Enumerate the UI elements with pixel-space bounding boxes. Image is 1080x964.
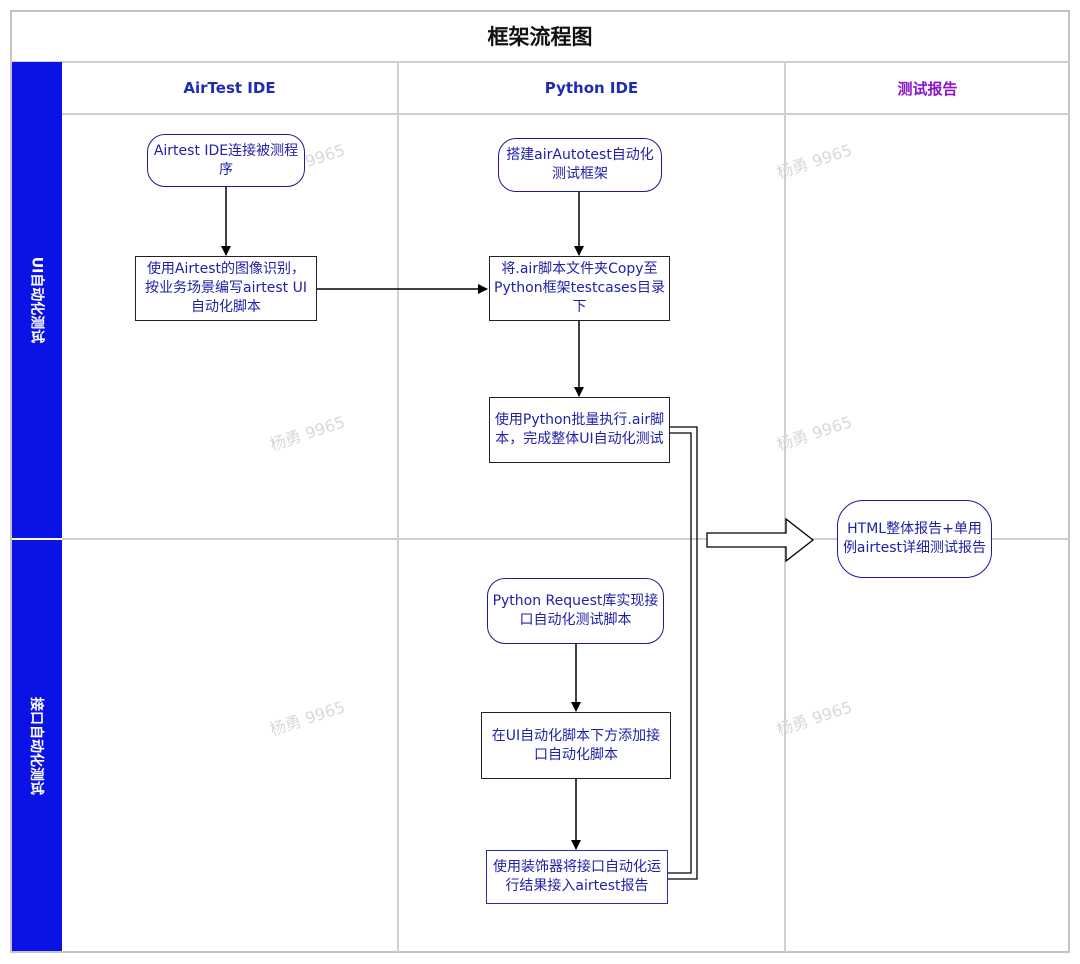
node-html-report: HTML整体报告+单用例airtest详细测试报告	[837, 500, 992, 578]
title-divider	[10, 61, 1070, 63]
header-divider	[62, 113, 1070, 115]
outer-frame	[10, 10, 1070, 953]
node-copy-air-scripts: 将.air脚本文件夹Copy至Python框架testcases目录下	[489, 256, 670, 321]
node-build-framework: 搭建airAutotest自动化测试框架	[498, 138, 662, 192]
diagram-title: 框架流程图	[487, 25, 593, 49]
node-decorator-report: 使用装饰器将接口自动化运行结果接入airtest报告	[486, 850, 668, 904]
hollow-arrow-to-report	[706, 517, 815, 563]
lane-ui-automation: UI自动化测试	[12, 62, 62, 538]
column-divider-1	[397, 62, 399, 952]
lane-api-automation: 接口自动化测试	[12, 540, 62, 951]
column-header-test-report: 测试报告	[897, 79, 958, 98]
double-connector-inner	[668, 432, 692, 874]
column-header-airtest-ide: AirTest IDE	[183, 79, 276, 97]
column-header-python-ide: Python IDE	[544, 79, 639, 97]
node-batch-run: 使用Python批量执行.air脚本，完成整体UI自动化测试	[489, 397, 670, 463]
node-add-api-script: 在UI自动化脚本下方添加接口自动化脚本	[481, 712, 671, 779]
node-python-request: Python Request库实现接口自动化测试脚本	[487, 578, 664, 644]
column-divider-2	[784, 62, 786, 952]
node-airtest-write-script: 使用Airtest的图像识别，按业务场景编写airtest UI自动化脚本	[135, 256, 317, 321]
node-airtest-connect: Airtest IDE连接被测程序	[147, 134, 305, 187]
double-connector-outer	[668, 426, 698, 880]
lane-divider	[62, 538, 1070, 540]
